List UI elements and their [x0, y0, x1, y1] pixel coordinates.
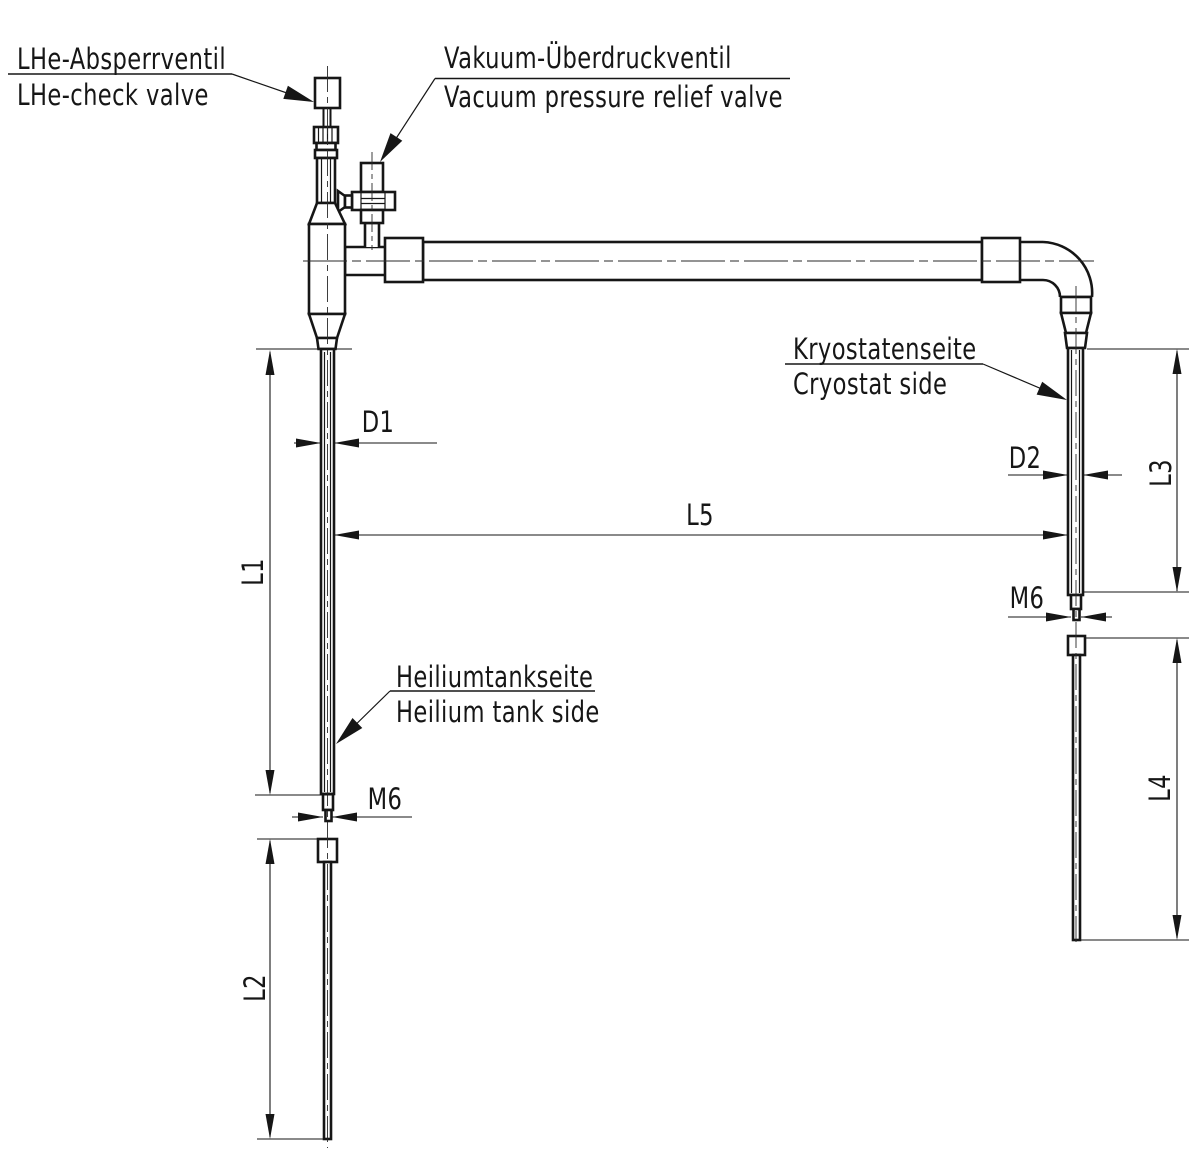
arrow-M6L-right — [332, 812, 357, 822]
arrow-L4-up — [1172, 638, 1182, 663]
dimension-lines — [255, 348, 1189, 1140]
elbow-inner-arc — [1042, 278, 1062, 298]
tube-coupling-right — [980, 236, 1022, 284]
helium-leg-collar — [315, 336, 339, 351]
callout-leaders — [8, 73, 1064, 741]
elbow-outer-arc — [1042, 240, 1094, 298]
callout-lhe-valve-en: LHe-check valve — [17, 78, 209, 112]
arrow-D1-right — [334, 438, 359, 448]
arrow-L2-up — [265, 839, 275, 864]
arrow-M6L-left — [298, 812, 323, 822]
valve-body — [307, 222, 347, 316]
m6-thread-tip-left — [324, 808, 333, 823]
relief-valve-hex-nut — [350, 190, 397, 212]
m6-thread-stub-left — [321, 792, 335, 812]
arrow-L2-down — [265, 1114, 275, 1139]
dimension-label-L3: L3 — [1143, 459, 1178, 487]
arrow-D2-right — [1083, 470, 1108, 480]
dimension-label-D2: D2 — [1008, 440, 1042, 475]
valve-packing-nut — [312, 125, 340, 145]
centerlines — [303, 66, 1094, 1148]
callout-vacuum-valve-de: Vakuum-Überdruckventil — [444, 41, 732, 75]
cryostat-leg-tube — [1066, 346, 1085, 597]
detail-lines — [317, 128, 1081, 792]
dimension-label-M6-right: M6 — [1009, 580, 1045, 615]
callout-helium-tank-en: Heilium tank side — [396, 695, 600, 729]
leader-arrow-helium-tank-side — [336, 718, 363, 744]
dimension-label-L1: L1 — [235, 558, 270, 586]
valve-lower-taper — [307, 312, 347, 340]
relief-valve-side-port-neck — [343, 194, 354, 209]
valve-stem — [322, 107, 332, 128]
arrow-L5-right — [1043, 530, 1068, 540]
piping-shapes — [307, 76, 1094, 1141]
callout-helium-tank-de: Heiliumtankseite — [396, 660, 594, 694]
arrow-L5-left — [334, 530, 359, 540]
tube-coupling-left — [383, 236, 425, 284]
callout-cryostat-side-en: Cryostat side — [793, 367, 948, 401]
union-nut-right — [1066, 634, 1087, 657]
dimension-label-M6-left: M6 — [367, 781, 403, 816]
dimension-label-L4: L4 — [1142, 774, 1177, 802]
arrow-M6R-left — [1046, 612, 1071, 622]
elbow-fill — [1043, 242, 1093, 296]
arrow-L1-up — [265, 350, 275, 375]
callout-cryostat-side-de: Kryostatenseite — [793, 332, 977, 366]
callout-vacuum-valve-en: Vacuum pressure relief valve — [444, 80, 783, 114]
dimension-arrowheads — [265, 349, 1182, 1139]
leader-arrow-cryostat-side — [1036, 381, 1067, 400]
arrow-L4-down — [1172, 915, 1182, 940]
dimension-label-L5: L5 — [686, 497, 714, 532]
tube-stub-right — [1020, 240, 1043, 282]
leader-arrow-lhe-valve — [283, 85, 314, 102]
leader-arrow-vacuum-valve — [380, 133, 403, 162]
arrow-D1-left — [296, 438, 321, 448]
leader-arrowheads — [283, 85, 1067, 744]
m6-thread-tip-right — [1072, 607, 1081, 622]
arrow-L3-down — [1172, 567, 1182, 592]
callout-lhe-valve-de: LHe-Absperrventil — [17, 42, 227, 76]
arrow-D2-left — [1043, 470, 1068, 480]
valve-neck — [315, 156, 337, 205]
arrow-L1-down — [265, 770, 275, 795]
arrow-L3-up — [1172, 349, 1182, 374]
dimension-label-D1: D1 — [361, 404, 395, 439]
cryostat-dip-tube — [1071, 653, 1082, 942]
dimension-label-L2: L2 — [237, 974, 272, 1002]
arrow-M6R-right — [1081, 612, 1106, 622]
